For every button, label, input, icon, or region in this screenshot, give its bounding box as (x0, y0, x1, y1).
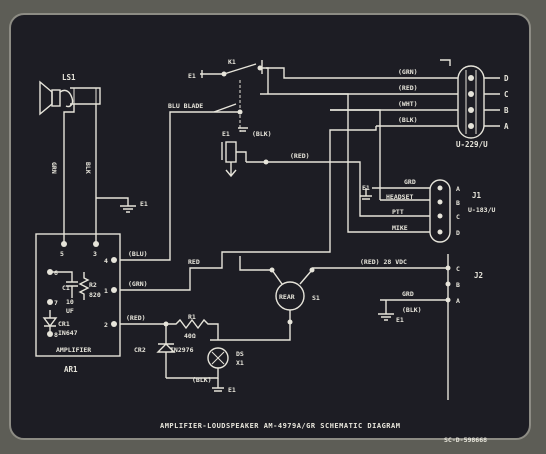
j1-pin-c: C (456, 213, 460, 221)
j2-pin-a: A (456, 297, 460, 305)
c1-value: 10 (66, 298, 74, 306)
amplifier-ar1: 5 3 4 1 2 6 7 8 C1 10 UF R2 820 CR1 IN64… (35, 233, 121, 374)
relay-k1: K1 E1 (188, 58, 300, 132)
wire-grn-ar1: (GRN) (128, 280, 148, 288)
c1-label: C1 (62, 284, 70, 292)
c1-unit: UF (66, 307, 74, 315)
drawing-number: SC-D-598668 (444, 436, 487, 444)
wire-red-pot: (RED) (290, 152, 310, 160)
r2-label: R2 (89, 281, 97, 289)
j1-wire-ptt: PTT (392, 208, 404, 216)
ar1-pin-5: 5 (60, 250, 64, 258)
cr1-label: CR1 (58, 320, 70, 328)
ar1-label: AR1 (64, 365, 78, 374)
ar1-name: AMPLIFIER (56, 346, 91, 354)
j2-pin-c: C (456, 265, 460, 273)
ls1-label: LS1 (62, 73, 76, 82)
ar1-pin-3: 3 (93, 250, 97, 258)
cr2-part: IN2976 (170, 346, 194, 354)
ls1-wire-blk: BLK (84, 162, 92, 174)
wire-blk-e1: (BLK) (252, 130, 272, 138)
ds1-label: DS (236, 350, 244, 358)
ds1-wire-blk: (BLK) (192, 376, 212, 384)
potentiometer: (RED) (221, 141, 440, 217)
blu-blade-label: BLU BLADE (168, 102, 203, 110)
wire-red-ar1: (RED) (126, 314, 146, 322)
j2-wire-blk: (BLK) (402, 306, 422, 314)
diagram-panel (9, 13, 531, 440)
wire-grn-top: (GRN) (398, 68, 418, 76)
j1-wire-headset: HEADSET (386, 193, 413, 201)
wire-red-top: (RED) (398, 84, 418, 92)
ground-e1-j2: E1 (396, 316, 404, 324)
wire-blu: (BLU) (128, 250, 148, 258)
s1-inner-label: REAR (279, 293, 295, 301)
ground-e1-j1: E1 (362, 184, 370, 192)
j1-wire-mike: MIKE (392, 224, 408, 232)
wire-red-plain: RED (188, 258, 200, 266)
u229-pin-b: B (504, 106, 509, 115)
ar1-pin-6: 6 (54, 269, 58, 277)
j1-part: U-183/U (468, 206, 495, 214)
r2-value: 820 (89, 291, 101, 299)
cr1-part: IN647 (58, 329, 78, 337)
u229-wires: (GRN) (RED) (WHT) (BLK) (260, 68, 458, 127)
cr2-label: CR2 (134, 346, 146, 354)
switch-s1: REAR S1 (210, 256, 320, 341)
k1-label: K1 (228, 58, 236, 66)
u229-pin-c: C (504, 90, 509, 99)
j1-wire-grd: GRD (404, 178, 416, 186)
ar1-pin-8: 8 (54, 331, 58, 339)
ls1-wire-grn: GRN (50, 162, 58, 174)
s1-label: S1 (312, 294, 320, 302)
ground-e1-k1: E1 (188, 72, 196, 80)
switch-blu-blade: BLU BLADE (BLK) E1 (168, 102, 272, 138)
r1-cr2-ds1: R1 40Ω CR2 IN2976 DS X1 (BLK) E1 (134, 313, 244, 394)
ground-e1-blade: E1 (222, 130, 230, 138)
ground-e1-ls-label: E1 (140, 200, 148, 208)
r1-value: 40Ω (184, 332, 196, 340)
ar1-pin-7: 7 (54, 299, 58, 307)
ar1-pin-2: 2 (104, 321, 108, 329)
j2-wire-grd: GRD (402, 290, 414, 298)
j1-pin-d: D (456, 229, 460, 237)
r1-label: R1 (188, 313, 196, 321)
diagram-title: AMPLIFIER-LOUDSPEAKER AM-4979A/GR SCHEMA… (160, 422, 400, 430)
ds1-suffix: X1 (236, 359, 244, 367)
ar1-wires: (BLU) (GRN) RED (RED) (120, 111, 377, 325)
u229-pin-d: D (504, 74, 509, 83)
j2-label: J2 (474, 271, 483, 280)
ar1-pin-4: 4 (104, 257, 108, 265)
j1-pin-a: A (456, 185, 460, 193)
wire-blk-top: (BLK) (398, 116, 418, 124)
connector-j1: A B C D J1 U-183/U GRD HEADSET PTT MIKE … (300, 93, 495, 243)
ground-e1-ds: E1 (228, 386, 236, 394)
j2-pin-b: B (456, 281, 460, 289)
wire-wht-top: (WHT) (398, 100, 418, 108)
u229-pin-a: A (504, 122, 509, 131)
u229-label: U-229/U (456, 140, 488, 149)
j1-label: J1 (472, 191, 482, 200)
ar1-pin-1: 1 (104, 287, 108, 295)
wire-red-28vdc: (RED) 28 VDC (360, 258, 407, 266)
j1-pin-b: B (456, 199, 460, 207)
loudspeaker-ls1: LS1 GRN BLK (39, 73, 101, 244)
connector-j2: C B A J2 (RED) 28 VDC GRD E1 (BLK) (312, 254, 483, 400)
connector-u229: D C B A U-229/U (440, 59, 509, 149)
ground-e1-ls: E1 (96, 197, 148, 213)
